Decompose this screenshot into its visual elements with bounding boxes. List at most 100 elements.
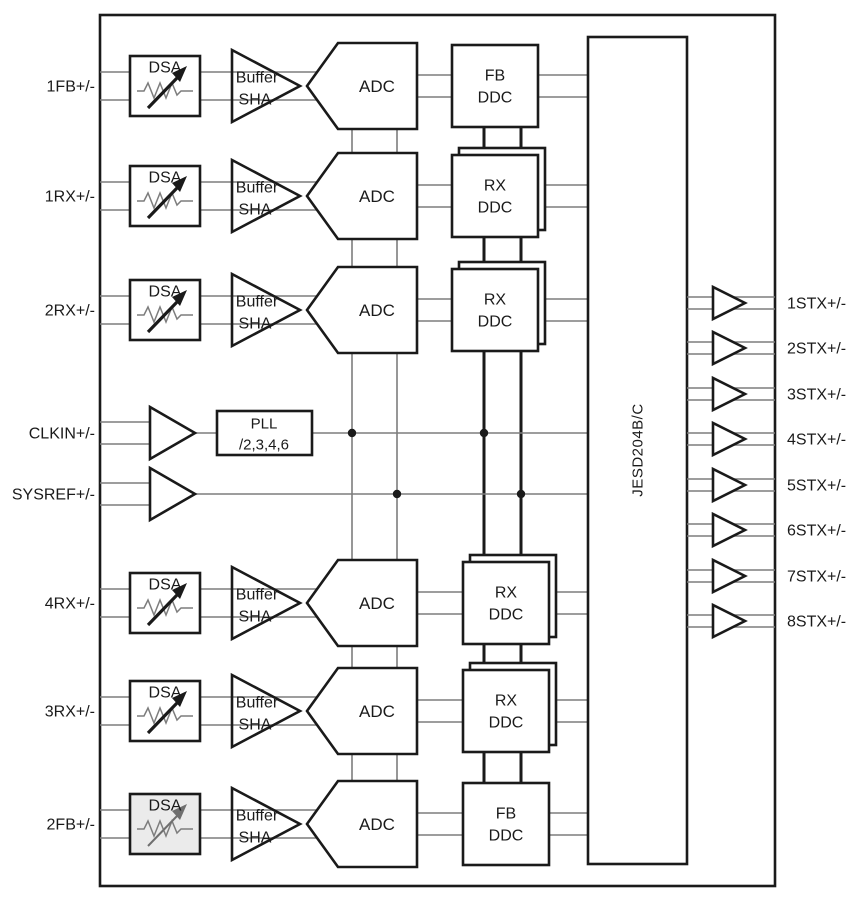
dsa-arrow-icon	[146, 300, 179, 334]
ddc-label: DDC	[478, 90, 513, 107]
port-label-3rx: 3RX+/-	[45, 704, 95, 721]
stx-driver-triangle	[711, 466, 748, 504]
port-label-8stx: 8STX+/-	[787, 614, 846, 631]
clkin-buffer-triangle	[148, 404, 198, 462]
stx-driver-triangle	[711, 511, 748, 549]
dsa-label: DSA	[149, 577, 182, 594]
buffer-label: Buffer	[236, 70, 279, 87]
adc-label: ADC	[359, 702, 395, 721]
port-label-5stx: 5STX+/-	[787, 478, 846, 495]
dsa-box	[128, 571, 202, 635]
stx-driver-triangle	[711, 375, 748, 413]
dsa-label: DSA	[149, 170, 182, 187]
rx-ddc-block	[461, 560, 551, 646]
stx-output-2: 2STX+/-	[687, 329, 846, 367]
rx-ddc-block	[450, 267, 540, 353]
stx-output-1: 1STX+/-	[687, 284, 846, 322]
sha-label: SHA	[239, 92, 272, 109]
buffer-sha-triangle	[230, 564, 303, 642]
dsa-box-shaded	[128, 792, 202, 856]
dsa-attenuator-icon	[137, 818, 193, 839]
jesd204-label: JESD204B/C	[629, 403, 646, 496]
signal-chain-4rx: DSA Buffer SHA ADC RX DDC 4RX+/-	[45, 553, 589, 648]
dsa-arrow-icon	[146, 701, 179, 735]
junction-dot	[347, 428, 357, 438]
port-label-2fb: 2FB+/-	[47, 817, 95, 834]
dsa-arrowhead-icon	[172, 176, 187, 192]
chip-boundary	[98, 13, 777, 888]
port-label-clkin: CLKIN+/-	[29, 426, 95, 443]
stx-driver-triangle	[711, 420, 748, 458]
buffer-sha-triangle	[230, 271, 303, 349]
port-label-4rx: 4RX+/-	[45, 596, 95, 613]
buffer-label: Buffer	[236, 587, 279, 604]
dsa-arrow-icon	[146, 76, 179, 110]
port-label-6stx: 6STX+/-	[787, 523, 846, 540]
signal-chain-1rx: DSA Buffer SHA ADC RX DDC 1RX+/-	[45, 146, 589, 241]
ddc-label: DDC	[489, 607, 524, 624]
sha-label: SHA	[239, 316, 272, 333]
port-label-4stx: 4STX+/-	[787, 432, 846, 449]
sysref-buffer-triangle	[148, 465, 198, 523]
ddc-label: FB	[485, 68, 505, 85]
junction-dot	[392, 489, 402, 499]
sha-label: SHA	[239, 609, 272, 626]
buffer-sha-triangle	[230, 157, 303, 235]
adc-label: ADC	[359, 594, 395, 613]
adc-label: ADC	[359, 187, 395, 206]
dsa-box	[128, 54, 202, 118]
dsa-arrow-icon	[146, 593, 179, 627]
ddc-label: RX	[484, 178, 507, 195]
port-label-2rx: 2RX+/-	[45, 303, 95, 320]
clock-section: PLL /2,3,4,6 CLKIN+/- SYSREF+/-	[12, 404, 589, 523]
dsa-arrowhead-icon	[172, 66, 187, 82]
stx-driver-triangle	[711, 329, 748, 367]
rx-ddc-block	[450, 153, 540, 239]
port-label-3stx: 3STX+/-	[787, 387, 846, 404]
dsa-box	[128, 164, 202, 228]
buffer-label: Buffer	[236, 808, 279, 825]
stx-output-6: 6STX+/-	[687, 511, 846, 549]
sha-label: SHA	[239, 202, 272, 219]
stx-output-8: 8STX+/-	[687, 602, 846, 640]
adc-label: ADC	[359, 815, 395, 834]
pll-divider-box	[215, 409, 314, 457]
ddc-label: DDC	[478, 314, 513, 331]
ddc-label: DDC	[478, 200, 513, 217]
ddc-label: FB	[496, 806, 516, 823]
port-label-2stx: 2STX+/-	[787, 341, 846, 358]
adc-block	[305, 151, 419, 241]
ddc-label: DDC	[489, 828, 524, 845]
sha-label: SHA	[239, 717, 272, 734]
buffer-sha-triangle	[230, 47, 303, 125]
fb-ddc-block	[461, 781, 551, 867]
port-label-1fb: 1FB+/-	[47, 79, 95, 96]
dsa-label: DSA	[149, 798, 182, 815]
adc-label: ADC	[359, 301, 395, 320]
dsa-box	[128, 278, 202, 342]
dsa-arrowhead-icon	[172, 804, 187, 820]
port-label-7stx: 7STX+/-	[787, 569, 846, 586]
dsa-arrowhead-icon	[172, 691, 187, 707]
port-label-1rx: 1RX+/-	[45, 189, 95, 206]
dsa-arrow-icon	[147, 815, 178, 847]
dsa-arrowhead-icon	[172, 583, 187, 599]
adc-clock-bus-lines	[351, 129, 398, 781]
adc-block	[305, 265, 419, 355]
adc-label: ADC	[359, 77, 395, 96]
stx-driver-triangle	[711, 557, 748, 595]
adc-block	[305, 558, 419, 648]
dsa-label: DSA	[149, 60, 182, 77]
dsa-label: DSA	[149, 284, 182, 301]
rx-ddc-block	[461, 668, 551, 754]
port-label-1stx: 1STX+/-	[787, 296, 846, 313]
junction-dot	[479, 428, 489, 438]
signal-chain-2rx: DSA Buffer SHA ADC RX DDC 2RX+/-	[45, 260, 589, 355]
buffer-label: Buffer	[236, 180, 279, 197]
sha-label: SHA	[239, 830, 272, 847]
jesd204-block	[586, 35, 689, 866]
pll-divider-ratios: /2,3,4,6	[239, 436, 289, 453]
stx-output-5: 5STX+/-	[687, 466, 846, 504]
